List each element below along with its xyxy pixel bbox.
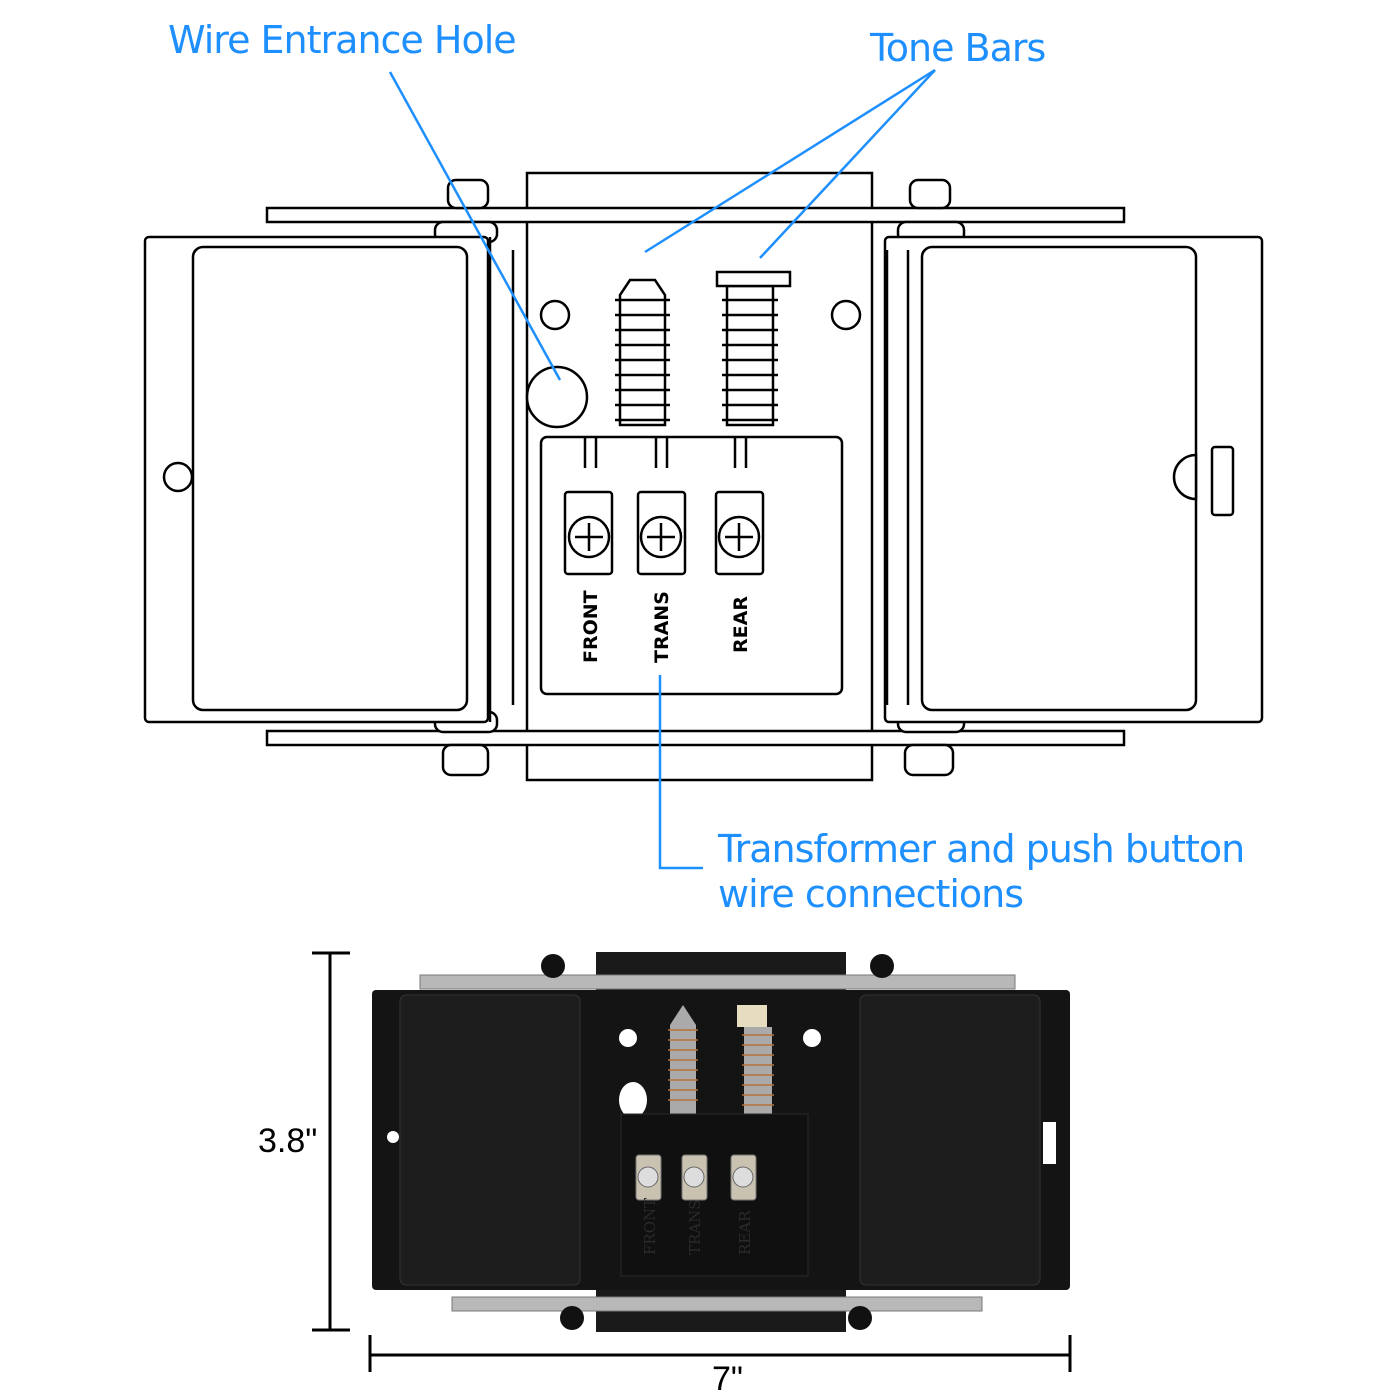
callout-wire-entrance-hole: Wire Entrance Hole bbox=[168, 18, 516, 62]
dimension-width: 7" bbox=[368, 1335, 1072, 1398]
terminal-label-front: FRONT bbox=[580, 590, 602, 663]
left-door-photo bbox=[399, 994, 581, 1286]
wire-entrance-hole bbox=[525, 365, 589, 429]
photo-label-trans: TRANS bbox=[686, 1199, 704, 1255]
bottom-mount-bar bbox=[265, 729, 1126, 747]
leader-line bbox=[658, 675, 703, 870]
terminal-label-rear: REAR bbox=[730, 596, 752, 653]
terminal-screw-front bbox=[563, 490, 614, 576]
terminal-label-trans: TRANS bbox=[651, 591, 673, 663]
tone-bar-left bbox=[615, 278, 670, 427]
right-door-photo bbox=[859, 994, 1041, 1286]
left-door-panel bbox=[191, 245, 469, 712]
leader-line bbox=[388, 71, 562, 381]
mount-hole bbox=[830, 299, 862, 331]
dimension-height: 3.8" bbox=[258, 951, 350, 1332]
mount-hole bbox=[539, 299, 571, 331]
terminal-screw-trans bbox=[636, 490, 687, 576]
photo-label-front: FRONT bbox=[641, 1198, 659, 1255]
tone-bar-photos bbox=[668, 1005, 774, 1117]
leader-line bbox=[644, 68, 936, 254]
callout-tone-bars: Tone Bars bbox=[869, 26, 1045, 70]
height-label: 3.8" bbox=[258, 1122, 317, 1160]
callout-connections-line2: wire connections bbox=[718, 872, 1023, 916]
top-mount-bar bbox=[265, 206, 1126, 224]
callout-connections-line1: Transformer and push button bbox=[717, 827, 1244, 871]
terminal-block bbox=[539, 435, 844, 696]
photo-label-rear: REAR bbox=[736, 1210, 754, 1255]
callouts: Wire Entrance Hole Tone Bars Transformer… bbox=[167, 17, 1245, 916]
terminal-screws bbox=[563, 490, 765, 576]
door-hole-left bbox=[162, 461, 194, 493]
terminal-screw-rear bbox=[714, 490, 765, 576]
right-door-panel bbox=[920, 245, 1198, 712]
line-drawing: FRONT TRANS REAR bbox=[143, 171, 1264, 782]
door-latch-slot bbox=[1210, 445, 1235, 517]
product-photo: FRONT TRANS REAR bbox=[372, 952, 1070, 1332]
tone-bar-right bbox=[715, 270, 792, 427]
leader-line bbox=[759, 69, 936, 259]
width-label: 7" bbox=[712, 1360, 743, 1398]
